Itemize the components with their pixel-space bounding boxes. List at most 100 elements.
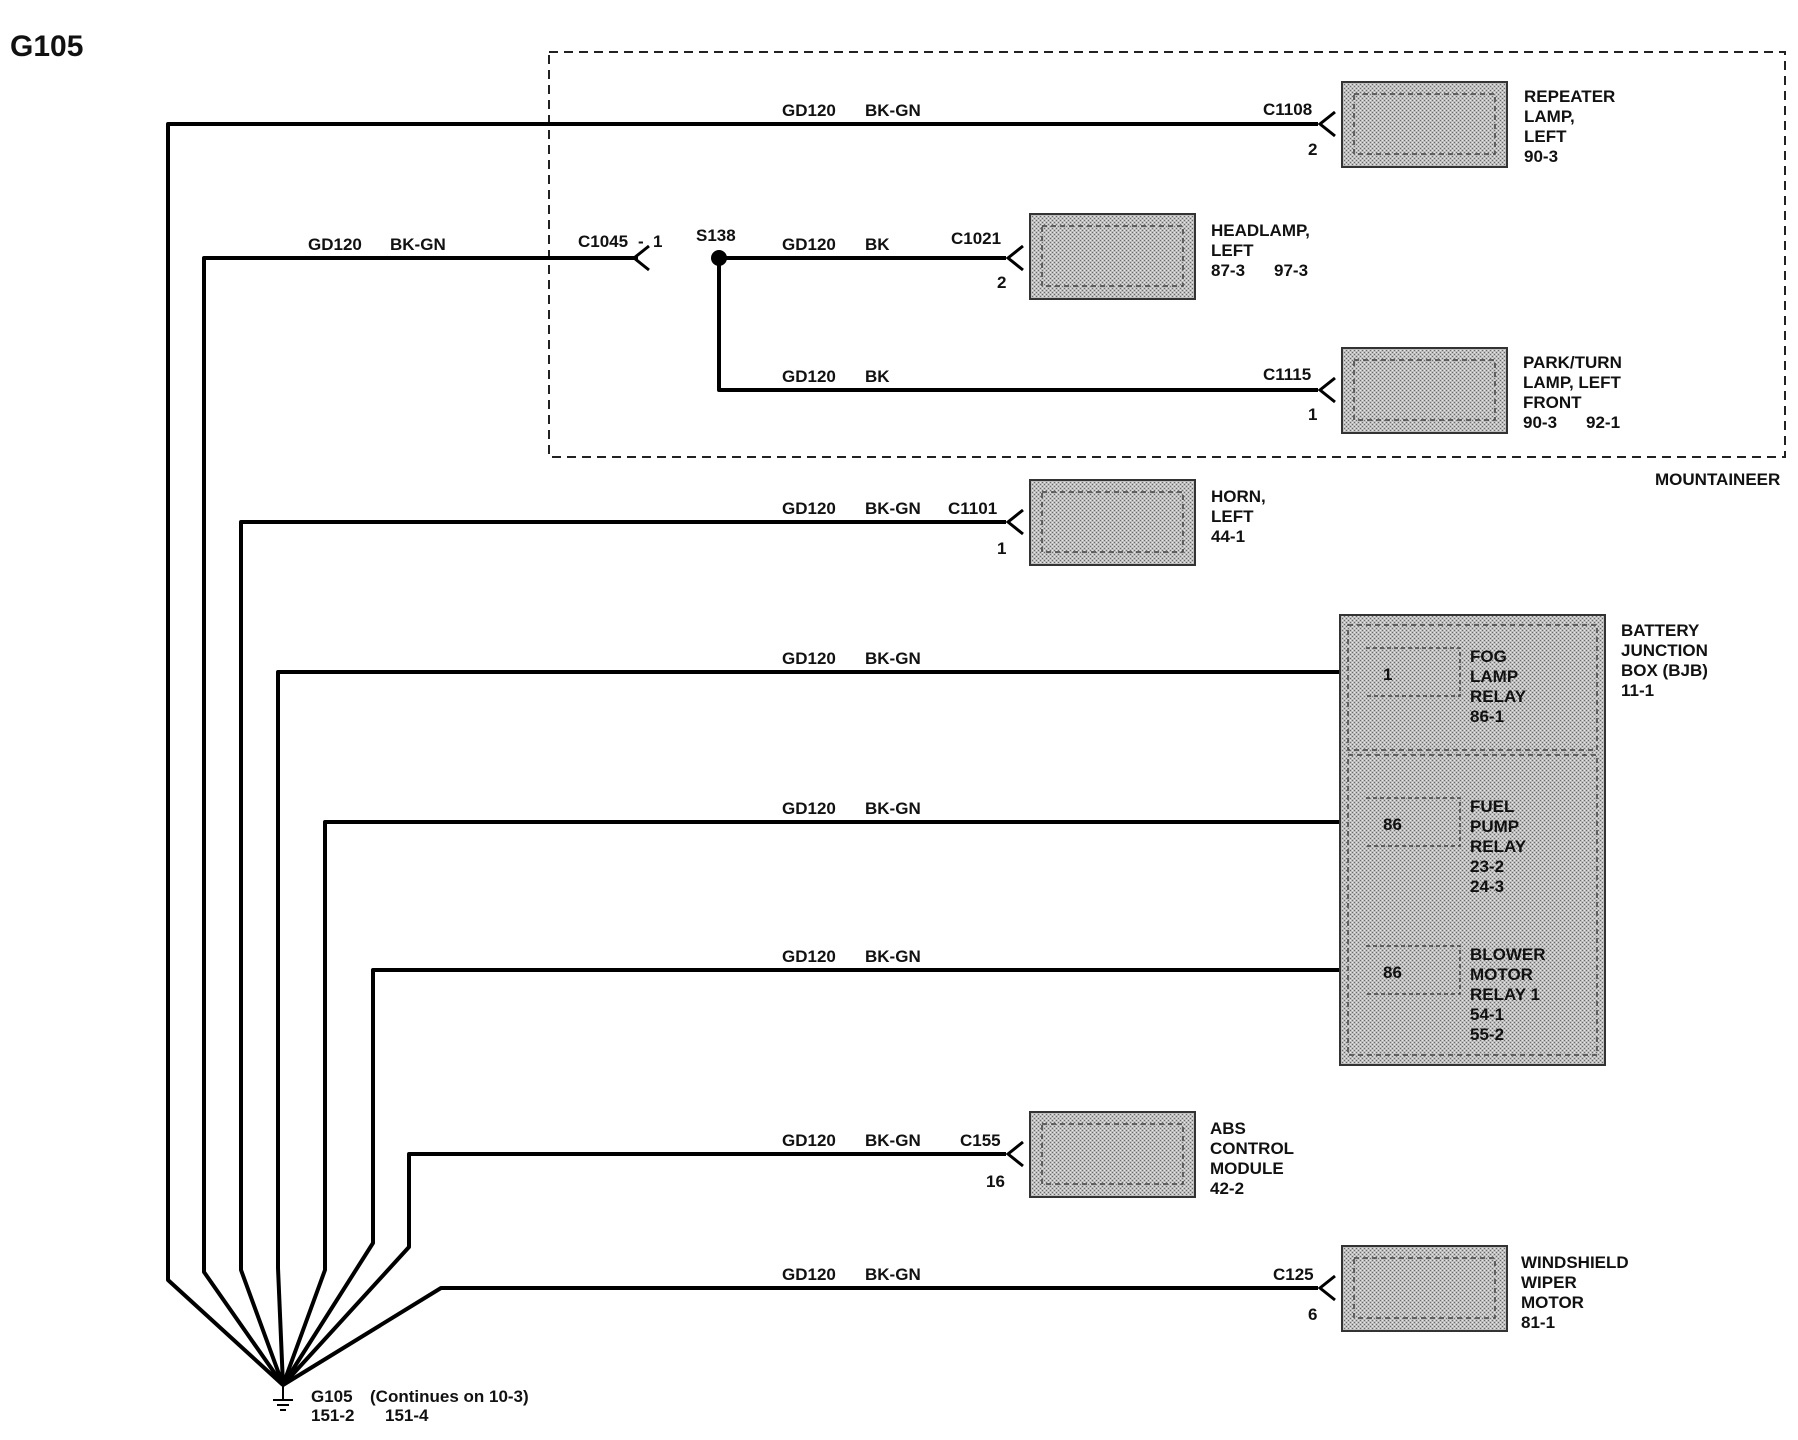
wire-color-label: BK-GN <box>390 235 446 254</box>
component-ref: 44-1 <box>1211 527 1245 546</box>
ground-label: G105 (Continues on 10-3) 151-2 151-4 <box>311 1387 529 1425</box>
connector-c125-arrow <box>1317 1274 1336 1302</box>
connector-c1021-arrow <box>1005 244 1024 272</box>
wire-fog-relay <box>276 670 1339 1386</box>
component-label-line: MODULE <box>1210 1159 1284 1178</box>
connector-c125-label: C125 <box>1273 1265 1314 1284</box>
connector-c1108-label: C1108 <box>1263 100 1312 119</box>
relay-ref: 23-2 <box>1470 857 1504 876</box>
wire-color-label: BK-GN <box>865 947 921 966</box>
component-ref: 42-2 <box>1210 1179 1244 1198</box>
wire-circuit-label: GD120 <box>782 799 836 818</box>
parkturn-lamp-box <box>1341 347 1508 434</box>
parkturn-lamp-label: PARK/TURN LAMP, LEFT FRONT 90-3 92-1 <box>1523 353 1622 432</box>
connector-c1108-arrow <box>1317 110 1336 138</box>
bjb-label: BATTERY JUNCTION BOX (BJB) 11-1 <box>1621 621 1708 700</box>
connector-c1115-label: C1115 <box>1263 365 1311 384</box>
component-label-line: CONTROL <box>1210 1139 1294 1158</box>
relay-label-line: LAMP <box>1470 667 1518 686</box>
connector-c1045-dash: - <box>638 232 644 251</box>
relay-ref: 55-2 <box>1470 1025 1504 1044</box>
blower-relay-outline <box>1366 945 1461 995</box>
relay-pin: 1 <box>1383 665 1392 684</box>
relay-label-line: PUMP <box>1470 817 1519 836</box>
component-ref: 97-3 <box>1274 261 1308 280</box>
wiper-motor-box <box>1341 1245 1508 1332</box>
relay-label-line: MOTOR <box>1470 965 1533 984</box>
blower-relay-label: 86 BLOWER MOTOR RELAY 1 54-1 55-2 <box>1383 945 1546 1044</box>
connector-c1045-label: C1045 <box>578 232 628 251</box>
wire-circuit-label: GD120 <box>782 499 836 518</box>
wire-circuit-label: GD120 <box>782 1131 836 1150</box>
ground-symbol-icon <box>273 1385 293 1411</box>
page-title: G105 <box>10 30 83 63</box>
connector-c155-arrow <box>1005 1140 1024 1168</box>
wire-splice-parkturn <box>717 258 1318 392</box>
fuel-relay-label: 86 FUEL PUMP RELAY 23-2 24-3 <box>1383 797 1527 896</box>
component-label-line: HEADLAMP, <box>1211 221 1310 240</box>
repeater-lamp-label: REPEATER LAMP, LEFT 90-3 <box>1524 87 1615 166</box>
wire-color-label: BK-GN <box>865 649 921 668</box>
wire-circuit-label: GD120 <box>782 947 836 966</box>
connector-c1021-pin: 2 <box>997 273 1006 292</box>
region-label: MOUNTAINEER <box>1655 470 1780 489</box>
wire-headlamp-trunk <box>202 256 638 1387</box>
wire-fuel-relay <box>281 820 1339 1386</box>
wire-color-label: BK-GN <box>865 499 921 518</box>
wire-circuit-label: GD120 <box>782 649 836 668</box>
relay-ref: 54-1 <box>1470 1005 1504 1024</box>
repeater-lamp-box <box>1341 81 1508 168</box>
connector-c1021-label: C1021 <box>951 229 1001 248</box>
component-label-line: WIPER <box>1521 1273 1577 1292</box>
ground-ref: 151-2 <box>311 1406 354 1425</box>
relay-ref: 86-1 <box>1470 707 1504 726</box>
component-label-line: MOTOR <box>1521 1293 1584 1312</box>
connector-c155-label: C155 <box>960 1131 1001 1150</box>
component-ref: 81-1 <box>1521 1313 1555 1332</box>
connector-c155-pin: 16 <box>986 1172 1005 1191</box>
connector-c1101-label: C1101 <box>948 499 997 518</box>
component-label-line: REPEATER <box>1524 87 1615 106</box>
relay-label-line: FOG <box>1470 647 1507 666</box>
component-ref: 92-1 <box>1586 413 1620 432</box>
relay-label-line: RELAY <box>1470 687 1527 706</box>
wire-color-label: BK-GN <box>865 1131 921 1150</box>
relay-ref: 24-3 <box>1470 877 1504 896</box>
relay-label-line: RELAY 1 <box>1470 985 1540 1004</box>
component-ref: 90-3 <box>1524 147 1558 166</box>
component-label-line: LEFT <box>1211 241 1254 260</box>
wire-color-label: BK-GN <box>865 1265 921 1284</box>
component-label-line: LEFT <box>1524 127 1567 146</box>
connector-c1115-pin: 1 <box>1308 405 1317 424</box>
component-ref: 90-3 <box>1523 413 1557 432</box>
component-ref: 11-1 <box>1621 681 1654 700</box>
horn-box <box>1029 479 1196 566</box>
component-ref: 87-3 <box>1211 261 1245 280</box>
wiper-motor-label: WINDSHIELD WIPER MOTOR 81-1 <box>1521 1253 1629 1332</box>
component-label-line: LAMP, <box>1524 107 1575 126</box>
connector-c1101-pin: 1 <box>997 539 1006 558</box>
component-label-line: FRONT <box>1523 393 1582 412</box>
component-label-line: LAMP, LEFT <box>1523 373 1622 392</box>
fog-relay-outline <box>1366 647 1461 697</box>
component-label-line: HORN, <box>1211 487 1266 506</box>
relay-label-line: BLOWER <box>1470 945 1546 964</box>
ground-id: G105 <box>311 1387 353 1406</box>
relay-label-line: RELAY <box>1470 837 1527 856</box>
component-label-line: WINDSHIELD <box>1521 1253 1629 1272</box>
wire-circuit-label: GD120 <box>782 367 836 386</box>
component-label-line: JUNCTION <box>1621 641 1708 660</box>
connector-c1115-arrow <box>1317 376 1336 404</box>
wire-blower-relay <box>281 968 1339 1387</box>
wire-color-label: BK-GN <box>865 799 921 818</box>
bjb-box <box>1339 614 1606 1066</box>
horn-label: HORN, LEFT 44-1 <box>1211 487 1266 546</box>
relay-label-line: FUEL <box>1470 797 1514 816</box>
component-label-line: ABS <box>1210 1119 1246 1138</box>
wire-color-label: BK <box>865 367 890 386</box>
headlamp-label: HEADLAMP, LEFT 87-3 97-3 <box>1211 221 1310 280</box>
connector-c1101-arrow <box>1005 508 1024 536</box>
wire-color-label: BK-GN <box>865 101 921 120</box>
fog-relay-label: 1 FOG LAMP RELAY 86-1 <box>1383 647 1527 726</box>
